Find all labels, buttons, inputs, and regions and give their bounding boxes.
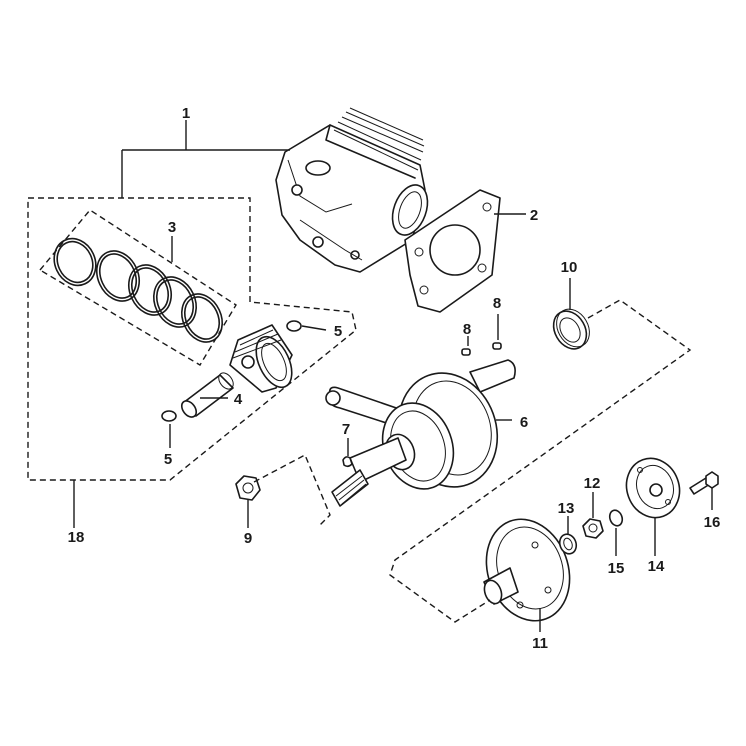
oil-pump-cover (625, 457, 681, 519)
label-10: 10 (561, 259, 578, 276)
label-11: 11 (532, 635, 548, 652)
nut (582, 518, 604, 539)
oil-seal (552, 308, 590, 350)
label-7: 7 (342, 421, 350, 438)
flange-nut (235, 475, 261, 501)
piston-ring-set (53, 237, 224, 343)
label-4: 4 (234, 391, 243, 408)
cylinder (275, 107, 429, 273)
woodruff-key (342, 456, 353, 468)
oil-pump-body (483, 518, 571, 622)
label-1: 1 (182, 105, 190, 122)
ring-set-outline (38, 209, 237, 366)
dowel-pin-right (492, 342, 502, 350)
label-15: 15 (608, 560, 625, 577)
piston-kit-outline (27, 197, 357, 481)
label-5-upper: 5 (334, 323, 342, 340)
piston-pin-clip-lower (161, 410, 177, 422)
cylinder-base-gasket (404, 189, 501, 313)
piston-pin-clip-upper (286, 320, 302, 332)
label-9: 9 (244, 530, 252, 547)
label-13: 13 (558, 500, 575, 517)
label-3: 3 (168, 219, 176, 236)
piston-pin (180, 372, 234, 418)
label-14: 14 (648, 558, 665, 575)
dowel-pin-left (461, 348, 471, 356)
bolt (689, 471, 719, 495)
piston (229, 324, 293, 393)
o-ring (608, 509, 624, 527)
label-18: 18 (68, 529, 85, 546)
label-5-lower: 5 (164, 451, 172, 468)
oil-pump-outline (389, 299, 692, 623)
label-12: 12 (584, 475, 601, 492)
label-16: 16 (704, 514, 721, 531)
leader-lines (73, 120, 713, 632)
label-2: 2 (530, 207, 538, 224)
label-6: 6 (520, 414, 528, 431)
washer (558, 533, 578, 555)
callout-labels: 1 2 3 4 5 5 6 7 8 8 9 10 11 12 13 14 15 … (68, 105, 721, 652)
label-8-left: 8 (463, 321, 471, 338)
label-8-right: 8 (493, 295, 501, 312)
crank-nut-outline (253, 454, 331, 526)
crankshaft-assembly (325, 359, 516, 507)
